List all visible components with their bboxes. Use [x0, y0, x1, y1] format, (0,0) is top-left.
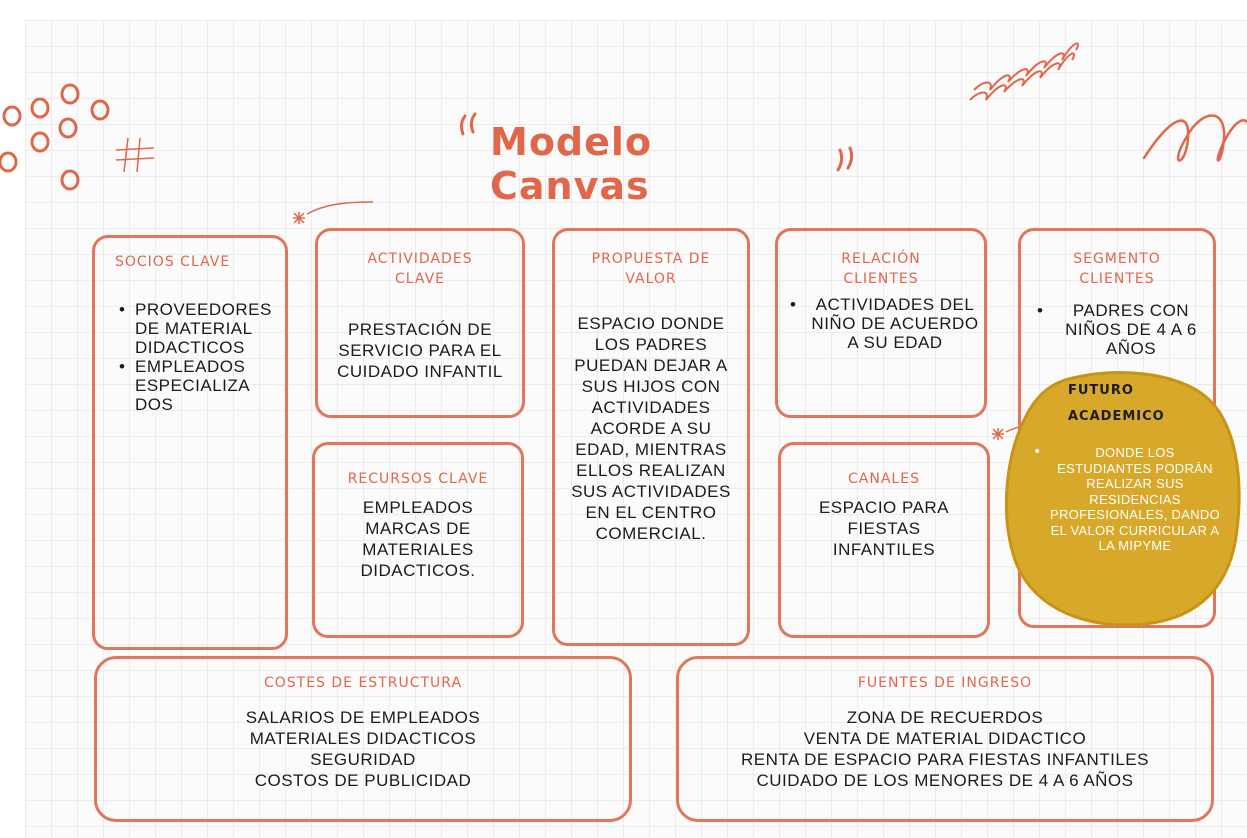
costes-line: SEGURIDAD [310, 750, 416, 769]
costes-estructura-heading: COSTES DE ESTRUCTURA [263, 675, 463, 691]
segmento-clientes-heading: SEGMENTO CLIENTES [1073, 251, 1161, 287]
recursos-clave-text: EMPLEADOS MARCAS DE MATERIALES DIDACTICO… [360, 498, 476, 580]
fuentes-ingreso-card: FUENTES DE INGRESO ZONA DE RECUERDOS VEN… [676, 656, 1214, 822]
fuentes-ingreso-heading: FUENTES DE INGRESO [857, 675, 1033, 691]
futuro-academico-text: DONDE LOS ESTUDIANTES PODRÁN REALIZAR SU… [1050, 445, 1220, 553]
canales-text: ESPACIO PARA FIESTAS INFANTILES [818, 498, 950, 559]
relacion-clientes-list: ACTIVIDADES DEL NIÑO DE ACUERDO A SU EDA… [788, 295, 984, 352]
loops-doodle-icon [969, 42, 1080, 101]
propuesta-valor-card: PROPUESTA DE VALOR ESPACIO DONDE LOS PAD… [552, 228, 750, 646]
actividades-clave-text: PRESTACIÓN DE SERVICIO PARA EL CUIDADO I… [337, 320, 503, 381]
costes-line: SALARIOS DE EMPLEADOS [245, 708, 481, 727]
costes-estructura-card: COSTES DE ESTRUCTURA SALARIOS DE EMPLEAD… [94, 656, 632, 822]
quote-marks-close-icon [836, 146, 854, 172]
swirl-doodle-icon [1142, 114, 1247, 162]
circles-doodle-icon [0, 83, 110, 191]
fuentes-line: VENTA DE MATERIAL DIDACTICO [803, 729, 1087, 748]
star-sparkle-icon [293, 201, 374, 224]
futuro-academico-blob [1005, 371, 1241, 626]
costes-line: COSTOS DE PUBLICIDAD [254, 771, 472, 790]
relacion-clientes-heading: RELACIÓN CLIENTES [841, 251, 921, 287]
propuesta-valor-text: ESPACIO DONDE LOS PADRES PUEDAN DEJAR A … [571, 314, 731, 543]
canales-heading: CANALES [848, 471, 920, 487]
fuentes-line: RENTA DE ESPACIO PARA FIESTAS INFANTILES [741, 750, 1149, 769]
bullet-icon: • [1033, 444, 1042, 460]
actividades-clave-card: ACTIVIDADES CLAVE PRESTACIÓN DE SERVICIO… [315, 228, 525, 418]
costes-line: MATERIALES DIDACTICOS [249, 729, 477, 748]
actividades-clave-heading: ACTIVIDADES CLAVE [367, 251, 473, 287]
canales-card: CANALES ESPACIO PARA FIESTAS INFANTILES [778, 442, 990, 638]
segmento-clientes-list: PADRES CON NIÑOS DE 4 A 6 AÑOS [1035, 301, 1209, 358]
list-item: PROVEEDORES DE MATERIAL DIDACTICOS [117, 300, 289, 357]
list-item: EMPLEADOS ESPECIALIZA DOS [117, 357, 289, 414]
quote-marks-icon [459, 112, 477, 136]
fuentes-line: CUIDADO DE LOS MENORES DE 4 A 6 AÑOS [756, 771, 1134, 790]
socios-clave-heading: SOCIOS CLAVE [115, 254, 231, 270]
page-title: Modelo Canvas [490, 120, 653, 208]
list-item: ACTIVIDADES DEL NIÑO DE ACUERDO A SU EDA… [788, 295, 984, 352]
relacion-clientes-card: RELACIÓN CLIENTES ACTIVIDADES DEL NIÑO D… [775, 228, 987, 418]
recursos-clave-card: RECURSOS CLAVE EMPLEADOS MARCAS DE MATER… [312, 442, 524, 638]
socios-clave-card: SOCIOS CLAVE PROVEEDORES DE MATERIAL DID… [92, 235, 288, 650]
socios-clave-list: PROVEEDORES DE MATERIAL DIDACTICOS EMPLE… [117, 300, 289, 414]
hashtag-doodle-icon [115, 137, 155, 173]
fuentes-line: ZONA DE RECUERDOS [846, 708, 1044, 727]
list-item: PADRES CON NIÑOS DE 4 A 6 AÑOS [1035, 301, 1209, 358]
propuesta-valor-heading: PROPUESTA DE VALOR [591, 251, 711, 287]
recursos-clave-heading: RECURSOS CLAVE [347, 471, 489, 487]
futuro-academico-heading: FUTURO ACADEMICO [1068, 383, 1165, 424]
